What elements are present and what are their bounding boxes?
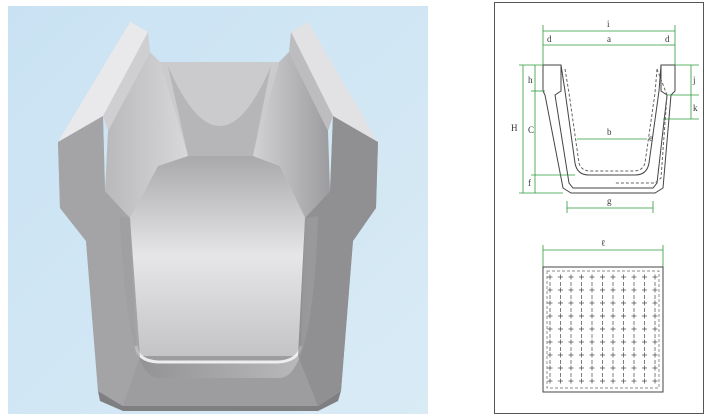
label-length: ℓ <box>601 238 605 248</box>
label-right-lower: k <box>693 103 698 113</box>
label-overall-width: i <box>607 19 610 29</box>
label-right-upper: j <box>692 75 696 85</box>
label-wall-thickness: e <box>649 133 653 143</box>
label-inner-top-width: a <box>607 34 611 44</box>
label-ledge-left: d <box>547 34 552 44</box>
dimension-lines <box>519 25 699 213</box>
cross-section-drawing: i d a d h H C f b e g j k ℓ <box>511 19 699 393</box>
technical-drawing-frame: i d a d h H C f b e g j k ℓ <box>494 2 704 414</box>
u-channel-drain-icon <box>8 6 428 414</box>
channel-photo <box>8 6 428 414</box>
label-ledge-right: d <box>665 34 670 44</box>
cross-section <box>542 64 676 194</box>
label-channel-depth: C <box>528 125 534 135</box>
label-inner-bottom-width: b <box>607 127 612 137</box>
label-ledge-height: h <box>528 75 533 85</box>
plan-view: ℓ <box>542 238 664 393</box>
label-bottom-thickness: f <box>528 178 531 188</box>
label-outer-bottom-width: g <box>607 196 612 206</box>
label-total-height: H <box>511 123 518 133</box>
